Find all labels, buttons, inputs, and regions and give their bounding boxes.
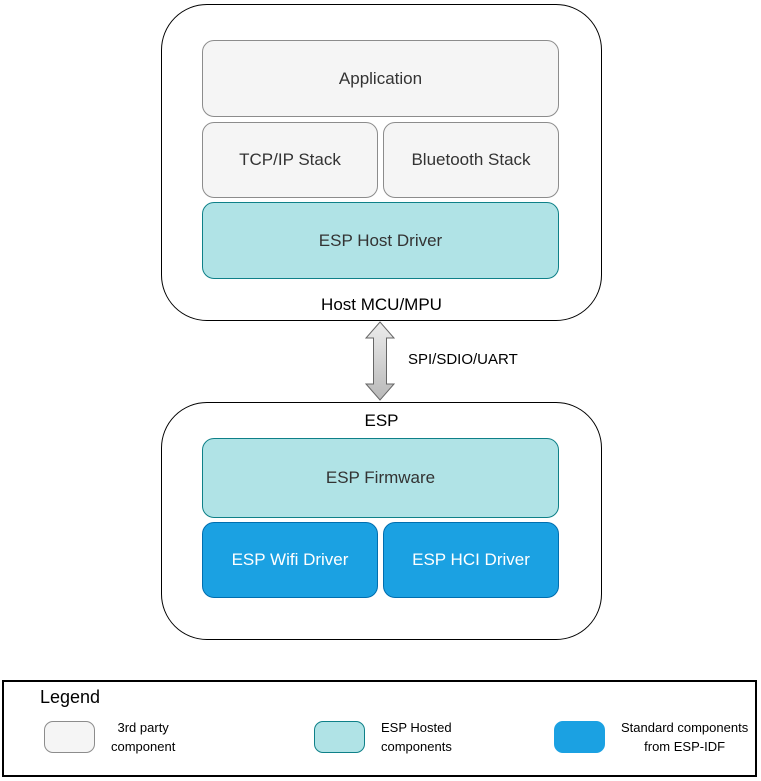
double-arrow-icon (364, 321, 396, 401)
esp-idf-swatch (554, 721, 605, 753)
esp-hosted-label: ESP Hosted components (381, 720, 452, 754)
legend-title: Legend (40, 687, 101, 707)
legend-item-esp-idf: Standard components from ESP-IDF (554, 718, 748, 756)
application-box: Application (202, 40, 559, 117)
legend-item-3rd-party: 3rd party component (44, 718, 175, 756)
esp-host-driver-label: ESP Host Driver (318, 230, 443, 250)
esp-hci-driver-label: ESP HCI Driver (412, 550, 530, 569)
legend-item-esp-hosted: ESP Hosted components (314, 718, 452, 756)
esp-firmware-label: ESP Firmware (325, 468, 436, 487)
esp-host-driver-box: ESP Host Driver (202, 202, 559, 279)
host-mcu-label: Host MCU/MPU (321, 295, 442, 314)
third-party-label: 3rd party component (111, 720, 176, 754)
esp-firmware-box: ESP Firmware (202, 438, 559, 518)
esp-wifi-driver-label: ESP Wifi Driver (231, 550, 349, 569)
esp-hci-driver-box: ESP HCI Driver (383, 522, 559, 598)
tcpip-stack-box: TCP/IP Stack (202, 122, 378, 198)
bus-interface-label: SPI/SDIO/UART (408, 351, 518, 368)
tcpip-stack-label: TCP/IP Stack (239, 150, 341, 169)
bluetooth-stack-box: Bluetooth Stack (383, 122, 559, 198)
third-party-swatch (44, 721, 95, 753)
esp-label: ESP (364, 411, 399, 430)
esp-wifi-driver-box: ESP Wifi Driver (202, 522, 378, 598)
bluetooth-stack-label: Bluetooth Stack (411, 150, 531, 169)
legend: Legend 3rd party component ESP Hosted co… (2, 680, 757, 777)
application-label: Application (338, 68, 423, 88)
esp-hosted-swatch (314, 721, 365, 753)
esp-idf-label: Standard components from ESP-IDF (621, 720, 749, 754)
